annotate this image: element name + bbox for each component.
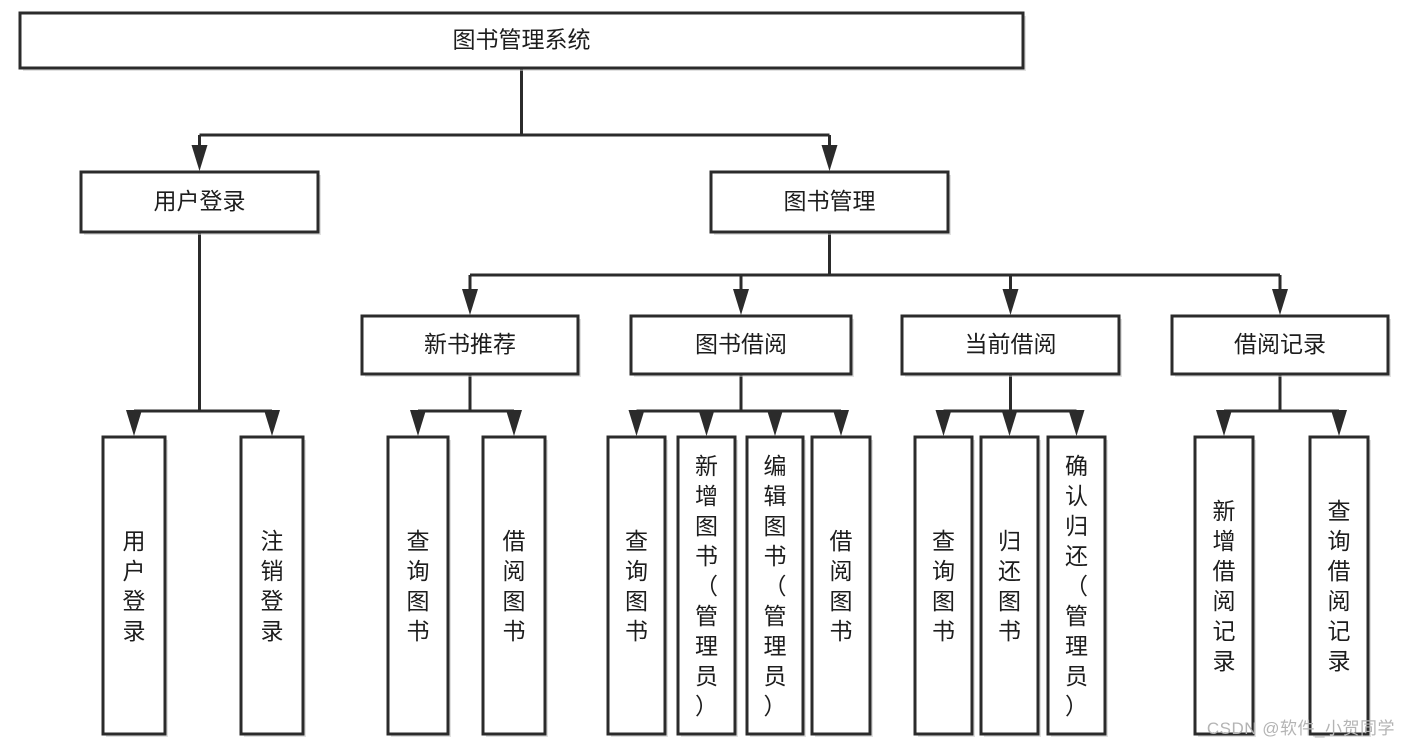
arrow-head-icon bbox=[1216, 410, 1232, 436]
node-current-borrow[interactable]: 当前借阅 bbox=[900, 314, 1122, 377]
connectors-layer bbox=[126, 68, 1347, 436]
arrow-head-icon bbox=[1068, 410, 1085, 436]
nodes-layer: 图书管理系统用户登录图书管理新书推荐图书借阅当前借阅借阅记录用户登录注销登录查询… bbox=[18, 11, 1391, 737]
node-label: 确认归还（管理员） bbox=[1065, 453, 1088, 719]
node-box bbox=[1046, 435, 1107, 736]
node-box bbox=[606, 435, 667, 736]
node-user-login[interactable]: 用户登录 bbox=[79, 170, 321, 235]
arrow-head-icon bbox=[833, 410, 849, 436]
node-box bbox=[745, 435, 805, 736]
node-label: 借阅记录 bbox=[1234, 331, 1326, 357]
node-box bbox=[900, 314, 1121, 376]
node-leaf-query-book-1[interactable]: 查询图书 bbox=[386, 435, 451, 737]
arrow-head-icon bbox=[767, 410, 783, 436]
arrow-head-icon bbox=[506, 410, 522, 436]
node-box bbox=[79, 170, 320, 234]
arrow-head-icon bbox=[410, 410, 426, 436]
node-box bbox=[18, 11, 1025, 70]
node-label: 用户登录 bbox=[154, 188, 246, 214]
arrow-head-icon bbox=[1001, 410, 1018, 436]
arrow-head-icon bbox=[264, 410, 280, 436]
node-label: 当前借阅 bbox=[965, 331, 1057, 357]
arrow-head-icon bbox=[462, 289, 478, 315]
node-label: 归还图书 bbox=[998, 528, 1021, 644]
node-box bbox=[979, 435, 1040, 736]
node-root[interactable]: 图书管理系统 bbox=[18, 11, 1026, 71]
node-label: 图书借阅 bbox=[695, 331, 787, 357]
node-borrow-record[interactable]: 借阅记录 bbox=[1170, 314, 1391, 377]
node-label: 注销登录 bbox=[261, 528, 284, 644]
node-box bbox=[709, 170, 950, 234]
node-label: 借阅图书 bbox=[503, 528, 526, 644]
node-box bbox=[386, 435, 450, 736]
node-leaf-add-book[interactable]: 新增图书（管理员） bbox=[676, 435, 738, 737]
node-book-manage[interactable]: 图书管理 bbox=[709, 170, 951, 235]
node-box bbox=[629, 314, 853, 376]
node-box bbox=[676, 435, 737, 736]
node-label: 图书管理 bbox=[784, 188, 876, 214]
node-box bbox=[810, 435, 872, 736]
node-leaf-query-book-3[interactable]: 查询图书 bbox=[913, 435, 975, 737]
arrow-head-icon bbox=[1272, 289, 1288, 315]
node-new-book-recommend[interactable]: 新书推荐 bbox=[360, 314, 581, 377]
arrow-head-icon bbox=[698, 410, 715, 436]
node-book-borrow[interactable]: 图书借阅 bbox=[629, 314, 854, 377]
node-label: 查询图书 bbox=[407, 528, 430, 644]
node-label: 新增图书（管理员） bbox=[695, 453, 718, 719]
node-leaf-edit-book[interactable]: 编辑图书（管理员） bbox=[745, 435, 806, 737]
node-box bbox=[239, 435, 305, 736]
arrow-head-icon bbox=[935, 410, 952, 436]
node-leaf-logout[interactable]: 注销登录 bbox=[239, 435, 306, 737]
node-label: 新书推荐 bbox=[424, 331, 516, 357]
node-leaf-confirm-return[interactable]: 确认归还（管理员） bbox=[1046, 435, 1108, 737]
node-box bbox=[913, 435, 974, 736]
node-leaf-query-book-2[interactable]: 查询图书 bbox=[606, 435, 668, 737]
arrow-head-icon bbox=[628, 410, 645, 436]
node-label: 查询图书 bbox=[932, 528, 955, 644]
arrow-head-icon bbox=[1331, 410, 1347, 436]
arrow-head-icon bbox=[733, 289, 749, 315]
watermark-text: CSDN @软件_小贺同学 bbox=[1206, 719, 1395, 738]
node-leaf-query-record[interactable]: 查询借阅记录 bbox=[1308, 435, 1371, 737]
node-box bbox=[1193, 435, 1255, 736]
arrow-head-icon bbox=[1002, 289, 1019, 315]
node-leaf-borrow-book-2[interactable]: 借阅图书 bbox=[810, 435, 873, 737]
node-leaf-add-record[interactable]: 新增借阅记录 bbox=[1193, 435, 1256, 737]
node-leaf-user-login[interactable]: 用户登录 bbox=[101, 435, 168, 737]
arrow-head-icon bbox=[126, 410, 142, 436]
node-leaf-borrow-book-1[interactable]: 借阅图书 bbox=[481, 435, 548, 737]
arrow-head-icon bbox=[191, 145, 208, 171]
node-box bbox=[1308, 435, 1370, 736]
node-box bbox=[101, 435, 167, 736]
arrow-head-icon bbox=[821, 145, 838, 171]
node-box bbox=[481, 435, 547, 736]
node-leaf-return-book[interactable]: 归还图书 bbox=[979, 435, 1041, 737]
node-label: 新增借阅记录 bbox=[1213, 498, 1236, 674]
node-label: 查询图书 bbox=[625, 528, 648, 644]
node-label: 图书管理系统 bbox=[453, 27, 591, 53]
node-label: 查询借阅记录 bbox=[1328, 498, 1351, 674]
node-label: 编辑图书（管理员） bbox=[764, 453, 787, 719]
node-box bbox=[1170, 314, 1390, 376]
node-label: 用户登录 bbox=[123, 528, 146, 644]
node-label: 借阅图书 bbox=[830, 528, 853, 644]
node-box bbox=[360, 314, 580, 376]
